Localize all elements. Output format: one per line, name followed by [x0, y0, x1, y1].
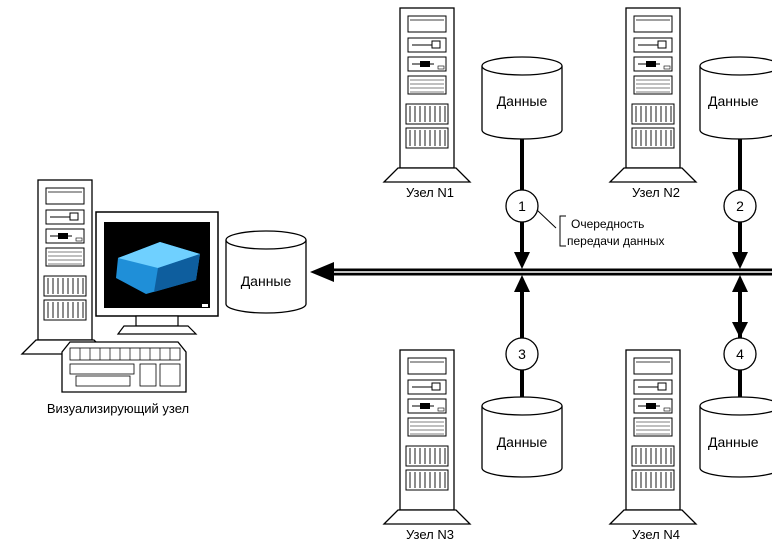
visual-node-label: Визуализирующий узел: [47, 401, 189, 416]
monitor-icon: [95, 211, 219, 335]
callout-line2: передачи данных: [567, 234, 665, 248]
storage-cylinder: Данные: [699, 56, 772, 140]
order-number: 4: [736, 346, 744, 362]
order-callout: Очередность передачи данных: [536, 209, 665, 248]
arrowhead: [514, 275, 530, 292]
order-badge: [723, 337, 757, 371]
node-label: Узел N2: [632, 185, 680, 200]
server-tower-icon: [383, 349, 471, 525]
storage-cylinder: Данные: [481, 56, 563, 140]
callout-line1: Очередность: [571, 217, 644, 231]
callout-bracket: [559, 215, 566, 247]
visual-tower-icon: [21, 179, 109, 355]
order-badge: [723, 189, 757, 223]
storage-cylinder: Данные: [699, 396, 772, 478]
arrowhead: [732, 322, 748, 338]
order-number: 3: [518, 346, 526, 362]
order-number: 2: [736, 198, 744, 214]
storage-cylinder: Данные: [481, 396, 563, 478]
node-n2: Узел N2 Данные 2: [609, 7, 772, 269]
bus-arrowhead: [310, 262, 334, 282]
node-n1: Узел N1 Данные 1: [383, 7, 563, 269]
node-label: Узел N4: [632, 527, 680, 542]
storage-label: Данные: [708, 93, 759, 109]
node-n3: Узел N3 Данные 3: [383, 275, 563, 542]
server-tower-icon: [609, 7, 697, 183]
node-label: Узел N1: [406, 185, 454, 200]
visual-storage: Данные: [225, 230, 307, 314]
order-number: 1: [518, 198, 526, 214]
node-label: Узел N3: [406, 527, 454, 542]
storage-label: Данные: [708, 434, 759, 450]
arrowhead: [732, 275, 748, 292]
order-badge: [505, 337, 539, 371]
arrowhead: [732, 252, 748, 269]
node-n4: Узел N4 Данные 4: [609, 275, 772, 542]
storage-label: Данные: [497, 434, 548, 450]
order-badge: [505, 189, 539, 223]
callout-leader: [536, 209, 557, 229]
server-tower-icon: [383, 7, 471, 183]
storage-label: Данные: [497, 93, 548, 109]
keyboard-icon: [61, 341, 187, 393]
visual-storage-label: Данные: [241, 273, 292, 289]
visual-node: Визуализирующий узел Данные: [21, 179, 307, 416]
server-tower-icon: [609, 349, 697, 525]
arrowhead: [514, 252, 530, 269]
